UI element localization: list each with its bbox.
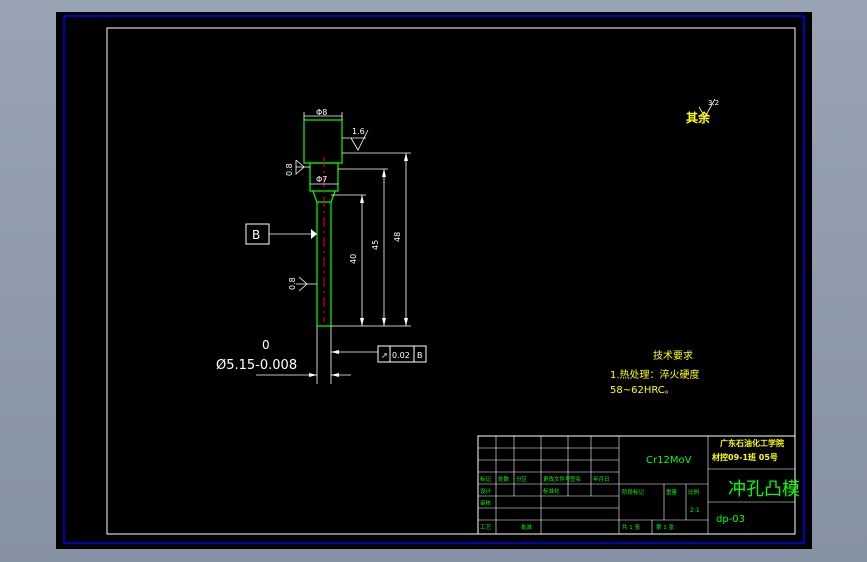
title-block: Cr12MoV 广东石油化工学院 材控09-1班 05号 冲孔凸模 dp-03 … [477,435,800,535]
datum-triangle [311,229,317,239]
dim-length-2: 45 [371,240,380,250]
tech-req-line2: 58~62HRC。 [610,385,675,396]
label-date: 年月日 [593,475,610,483]
dim-length-1: 40 [349,254,358,264]
dim-neck-width: Φ7 [316,175,327,184]
tolerance-datum: B [417,351,423,360]
label-review: 审核 [480,499,492,507]
tech-req-line1: 1.热处理：淬火硬度 [610,368,700,381]
material-text: Cr12MoV [646,455,692,466]
drawing-number: dp-03 [716,514,745,525]
label-approve: 批准 [521,523,533,531]
roughness-symbols [295,98,716,292]
tech-requirements: 技术要求 1.热处理：淬火硬度 58~62HRC。 [610,349,700,396]
label-count: 处数 [498,475,510,483]
label-ratio: 比例 [688,488,700,496]
roughness-remaining: 其余 [686,110,711,125]
label-standardize: 标准化 [543,487,560,495]
label-weight: 重量 [666,488,678,496]
cad-viewport[interactable]: Φ8 Φ7 1.6 40 45 48 0.8 0.8 3.2 0 Ø5.15-0… [56,12,812,549]
roughness-side-1: 0.8 [285,163,294,176]
label-sheet-total: 共 1 张 [622,523,640,531]
datum-label: B [252,228,260,242]
diameter-main: Ø5.15-0.008 [216,358,297,373]
punch-outline [303,119,343,327]
label-change-doc: 更改文件号 [543,475,571,483]
outer-frame [63,15,805,544]
inner-frame [106,27,796,535]
scale-value: 2:1 [690,507,700,514]
label-sheet-no: 第 1 张 [656,523,674,531]
label-zone: 分区 [516,475,528,483]
school-line2: 材控09-1班 05号 [712,452,778,462]
drawing-title: 冲孔凸模 [728,479,800,500]
tolerance-value: 0.02 [392,351,410,360]
label-design: 设计 [480,487,492,495]
roughness-side-2: 0.8 [288,277,297,290]
datum-box [245,223,270,245]
tolerance-symbol: ↗ [381,351,388,360]
roughness-top-value: 1.6 [352,127,365,136]
drawing-canvas[interactable]: Φ8 Φ7 1.6 40 45 48 0.8 0.8 3.2 0 Ø5.15-0… [56,12,812,549]
school-line1: 广东石油化工学院 [720,438,784,448]
dimension-lines [256,112,411,384]
label-process: 工艺 [480,524,492,531]
roughness-remaining-value: 3.2 [708,99,719,107]
tolerance-frame: ↗ 0.02 B [377,345,427,363]
label-sign: 签名 [570,475,581,483]
diameter-upper: 0 [262,338,270,352]
dim-head-width: Φ8 [316,108,327,117]
dim-length-3: 48 [393,232,402,242]
tech-req-heading: 技术要求 [653,349,693,362]
label-mark: 标记 [480,475,492,483]
dimension-arrows [309,153,408,377]
label-stage: 阶段标记 [622,488,645,496]
